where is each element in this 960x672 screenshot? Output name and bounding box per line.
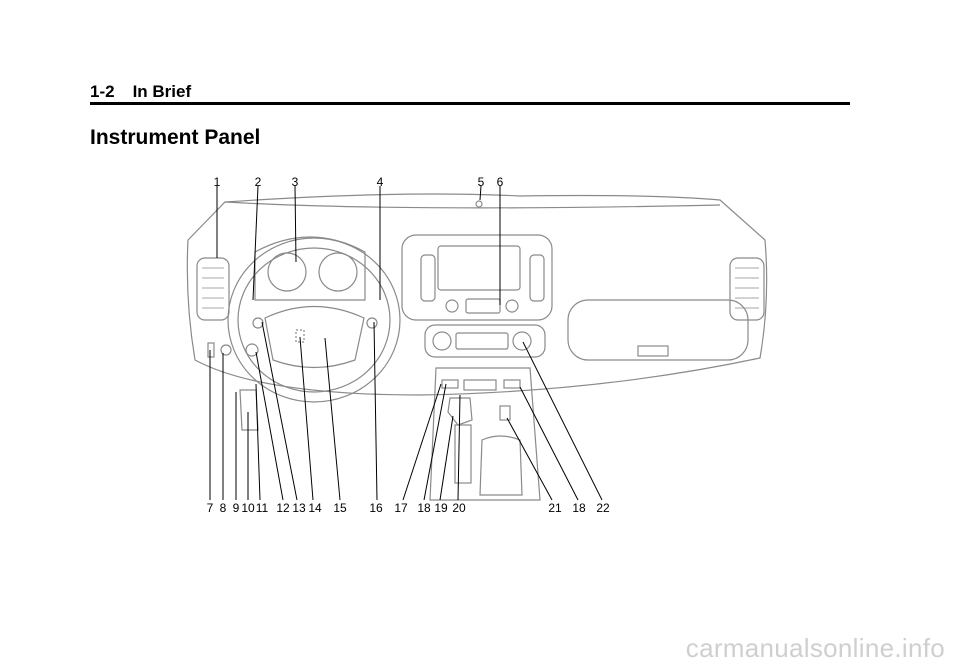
callout-16: 16 — [369, 501, 383, 515]
callout-12: 12 — [276, 501, 290, 515]
callout-14: 14 — [308, 501, 322, 515]
callout-2: 2 — [255, 175, 262, 189]
callout-leader-lines — [209, 185, 603, 501]
callout-4: 4 — [377, 175, 384, 189]
callout-13: 13 — [292, 501, 306, 515]
callout-15: 15 — [333, 501, 347, 515]
watermark: carmanualsonline.info — [685, 633, 945, 663]
callout-9: 9 — [233, 501, 240, 515]
callout-11: 11 — [256, 501, 269, 515]
callout-21: 21 — [548, 501, 562, 515]
section-title: In Brief — [132, 82, 192, 101]
callout-6: 6 — [497, 175, 504, 189]
page-number: 1-2 — [90, 82, 115, 101]
callout-7: 7 — [207, 501, 214, 515]
callout-10: 10 — [241, 501, 255, 515]
callout-17: 17 — [394, 501, 408, 515]
callout-3: 3 — [292, 175, 299, 189]
callout-numbers: 1 2 3 4 5 6 7 8 9 10 11 12 13 14 15 16 1… — [207, 175, 610, 515]
callout-5: 5 — [478, 175, 485, 189]
callout-22: 22 — [596, 501, 610, 515]
callout-18-right: 18 — [572, 501, 586, 515]
header-rule — [90, 102, 850, 105]
callout-1: 1 — [214, 175, 221, 189]
page-title: Instrument Panel — [90, 126, 261, 149]
callout-19: 19 — [434, 501, 448, 515]
dashboard-line-art — [186, 193, 768, 501]
callout-8: 8 — [220, 501, 227, 515]
callout-18: 18 — [417, 501, 431, 515]
page-header: 1-2 In Brief — [90, 82, 191, 102]
callout-20: 20 — [452, 501, 466, 515]
